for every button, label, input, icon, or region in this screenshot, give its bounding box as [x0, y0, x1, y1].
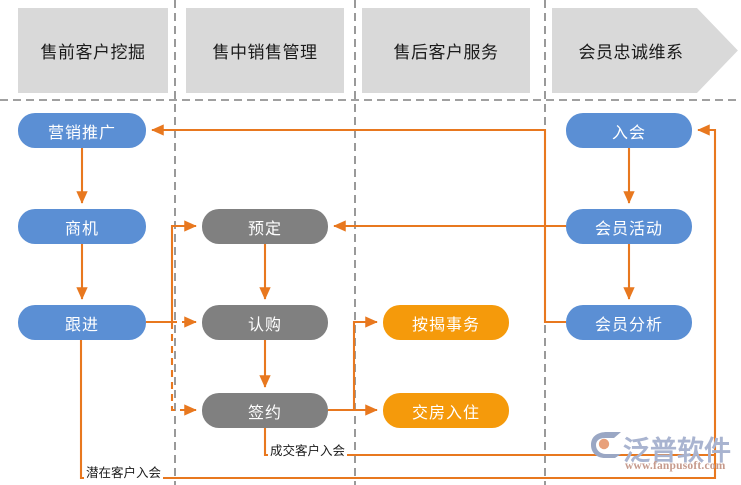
node-label: 营销推广 — [47, 124, 116, 142]
node-activity[interactable]: 会员活动 — [566, 209, 692, 244]
node-label: 跟进 — [64, 316, 99, 334]
phase-segment-2: 售中销售管理 — [186, 8, 344, 93]
phase-arrow-fill — [552, 8, 738, 93]
node-followup[interactable]: 跟进 — [18, 305, 146, 340]
node-opportunity[interactable]: 商机 — [18, 209, 146, 244]
node-label: 按揭事务 — [411, 316, 480, 334]
edge-contract-to-mortgage — [328, 316, 378, 412]
node-subscribe[interactable]: 认购 — [202, 305, 328, 340]
edge-contract-to-join — [263, 428, 715, 457]
edge-followup-to-booking — [146, 220, 197, 324]
caption-potential-member: 潜在客户入会 — [84, 462, 164, 481]
node-analysis[interactable]: 会员分析 — [566, 305, 692, 340]
node-label: 交房入住 — [411, 404, 480, 422]
phase-segment-3: 售后客户服务 — [362, 8, 530, 93]
node-label: 会员分析 — [594, 316, 663, 334]
edge-followup-to-contract — [170, 322, 197, 416]
phase-segment-4: 会员忠诚维系 — [552, 8, 738, 93]
node-label: 商机 — [64, 220, 99, 238]
node-contract[interactable]: 签约 — [202, 393, 328, 428]
edge-followup-to-join — [79, 124, 717, 480]
phase-label: 售中销售管理 — [212, 43, 318, 62]
edge-analysis-to-marketing — [151, 124, 566, 324]
caption-closed-member: 成交客户入会 — [268, 440, 348, 459]
node-join[interactable]: 入会 — [566, 113, 692, 148]
node-label: 签约 — [247, 404, 282, 422]
node-marketing[interactable]: 营销推广 — [18, 113, 146, 148]
phase-label: 会员忠诚维系 — [578, 43, 684, 62]
node-label: 入会 — [611, 124, 646, 142]
node-label: 预定 — [247, 220, 282, 238]
phase-segment-1: 售前客户挖掘 — [18, 8, 168, 93]
node-label: 会员活动 — [594, 220, 663, 238]
node-booking[interactable]: 预定 — [202, 209, 328, 244]
phase-label: 售前客户挖掘 — [40, 43, 146, 62]
phase-label: 售后客户服务 — [393, 43, 499, 62]
node-mortgage[interactable]: 按揭事务 — [383, 305, 509, 340]
node-label: 认购 — [247, 316, 282, 334]
node-handover[interactable]: 交房入住 — [383, 393, 509, 428]
